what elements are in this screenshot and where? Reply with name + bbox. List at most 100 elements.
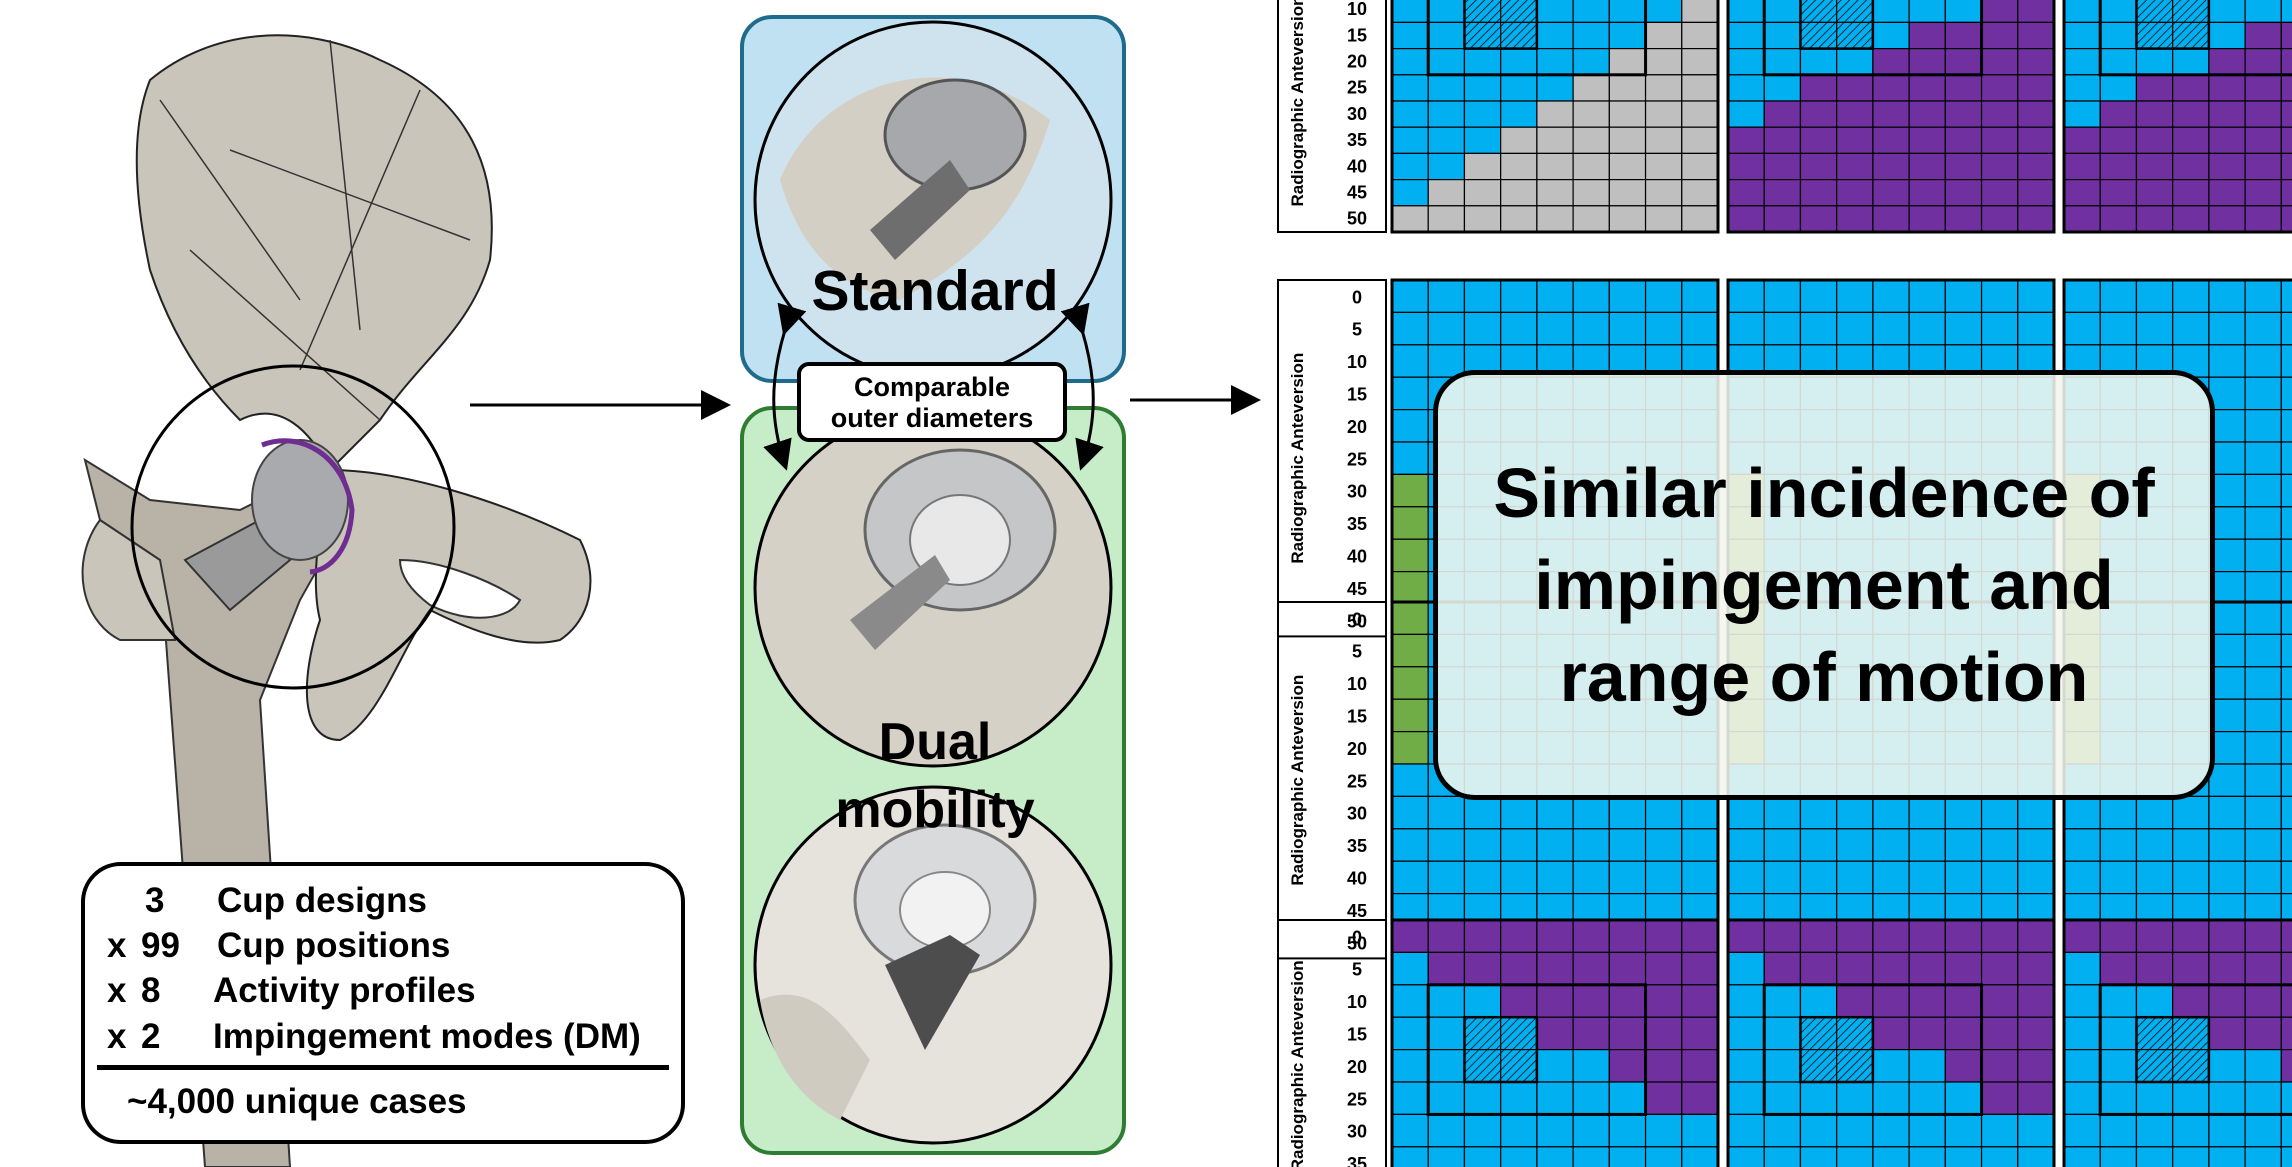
- heatmap-cell: [1727, 74, 1765, 102]
- heatmap-cell: [2244, 376, 2282, 411]
- heatmap-cell: [1427, 47, 1466, 76]
- heatmap-cell: [2280, 47, 2292, 76]
- heatmap-cell: [1727, 1048, 1765, 1083]
- heatmap-cell: [1463, 74, 1502, 102]
- heatmap-cell: [1799, 860, 1838, 895]
- heatmap-cell: [1536, 279, 1574, 314]
- heatmap-cell: [2280, 1016, 2292, 1051]
- tick-label: 10: [1347, 352, 1367, 372]
- tick-label: 50: [1347, 933, 1367, 953]
- heatmap-cell: [1799, 984, 1838, 1018]
- heatmap-cell: [1836, 152, 1874, 181]
- heatmap-cell: [2172, 828, 2210, 862]
- target-zone-hatch: [2135, 0, 2211, 50]
- heatmap-cell: [2244, 205, 2282, 233]
- heatmap-cell: [1500, 205, 1538, 233]
- heatmap-cell: [2280, 730, 2292, 765]
- heatmap-cell: [1727, 100, 1765, 128]
- heatmap-cell: [2244, 441, 2282, 476]
- heatmap-cell: [1463, 279, 1502, 314]
- heatmap-cell: [2280, 376, 2292, 411]
- heatmap-cell: [1944, 279, 1983, 314]
- heatmap-cell: [2280, 666, 2292, 700]
- heatmap-cell: [1763, 179, 1802, 207]
- heatmap-cell: [2172, 179, 2210, 207]
- heatmap-cell: [2017, 311, 2055, 346]
- heatmap-cell: [2208, 1113, 2246, 1148]
- heatmap-cell: [1763, 1048, 1802, 1083]
- heatmap-cell: [1391, 763, 1429, 798]
- heatmap-cell: [1980, 1016, 2019, 1051]
- heatmap-cell: [2135, 1113, 2174, 1148]
- heatmap-cell: [1608, 1146, 1647, 1167]
- heatmap-cell: [2172, 311, 2210, 346]
- heatmap-cell: [1763, 1081, 1802, 1116]
- heatmap-cell: [1763, 126, 1802, 154]
- heatmap-cell: [1572, 311, 1610, 346]
- tick-label: 45: [1347, 182, 1367, 202]
- heatmap-cell: [1763, 1016, 1802, 1051]
- heatmap-cell: [1463, 311, 1502, 346]
- heatmap-cell: [1944, 860, 1983, 895]
- heatmap-cell: [1391, 1048, 1429, 1083]
- heatmap-cell: [1427, 951, 1466, 986]
- heatmap-cell: [1572, 828, 1610, 862]
- heatmap-cell: [1799, 205, 1838, 233]
- heatmap-cell: [2280, 344, 2292, 378]
- heatmap-cell: [1536, 21, 1574, 50]
- heatmap-cell: [1463, 919, 1502, 954]
- heatmap-cell: [1799, 951, 1838, 986]
- heatmap-cell: [2099, 951, 2138, 986]
- heatmap-cell: [1500, 47, 1538, 76]
- heatmap-cell: [1980, 279, 2019, 314]
- heatmap-cell: [1836, 984, 1874, 1018]
- heatmap-cell: [1391, 441, 1429, 476]
- heatmap-cell: [1644, 984, 1683, 1018]
- heatmap-cell: [1536, 951, 1574, 986]
- heatmap-cell: [1391, 179, 1429, 207]
- heatmap-cell: [1872, 1048, 1910, 1083]
- tick-column-frame: [1277, 919, 1387, 1167]
- tick-label: 25: [1347, 78, 1367, 98]
- heatmap-cell: [1536, 0, 1574, 24]
- heatmap-cell: [2208, 828, 2246, 862]
- heatmap-cell: [1391, 666, 1429, 700]
- heatmap-cell: [1872, 919, 1910, 954]
- summary-multiplier: x: [107, 1017, 127, 1056]
- heatmap-cell: [1500, 951, 1538, 986]
- heatmap-cell: [1427, 1146, 1466, 1167]
- heatmap-cell: [1727, 860, 1765, 895]
- heatmap-cell: [1644, 1048, 1683, 1083]
- heatmap-cell: [2280, 179, 2292, 207]
- greater-trochanter: [81, 518, 177, 641]
- heatmap-cell: [2099, 1016, 2138, 1051]
- heatmap-cell: [1644, 919, 1683, 954]
- heatmap-cell: [2099, 1048, 2138, 1083]
- heatmap-cell: [1391, 570, 1429, 605]
- heatmap-cell: [1872, 984, 1910, 1018]
- heatmap-cell: [1572, 21, 1610, 50]
- heatmap-cell: [1644, 795, 1683, 830]
- heatmap-cell: [1836, 919, 1874, 954]
- heatmap-cell: [2244, 21, 2282, 50]
- heatmap-cell: [1836, 179, 1874, 207]
- heatmap-cell: [1872, 951, 1910, 986]
- heatmap-cell: [1500, 828, 1538, 862]
- dual-mobility-label-line1: Dual: [878, 713, 992, 771]
- heatmap-cell: [1836, 828, 1874, 862]
- heatmap-cell: [2172, 951, 2210, 986]
- heatmap-cell: [1427, 21, 1466, 50]
- target-zone-hatch: [1463, 0, 1539, 50]
- heatmap-cell: [2280, 21, 2292, 50]
- heatmap-cell: [1872, 0, 1910, 24]
- tick-label: 45: [1347, 579, 1367, 599]
- heatmap-cell: [1536, 152, 1574, 181]
- heatmap-cell: [2280, 152, 2292, 181]
- heatmap-cell: [1572, 1016, 1610, 1051]
- heatmap-cell: [2135, 1081, 2174, 1116]
- heatmap-cell: [1727, 919, 1765, 954]
- heatmap-cell: [1727, 828, 1765, 862]
- heatmap-cell: [1644, 951, 1683, 986]
- heatmap-cell: [2017, 279, 2055, 314]
- heatmap-cell: [1572, 1113, 1610, 1148]
